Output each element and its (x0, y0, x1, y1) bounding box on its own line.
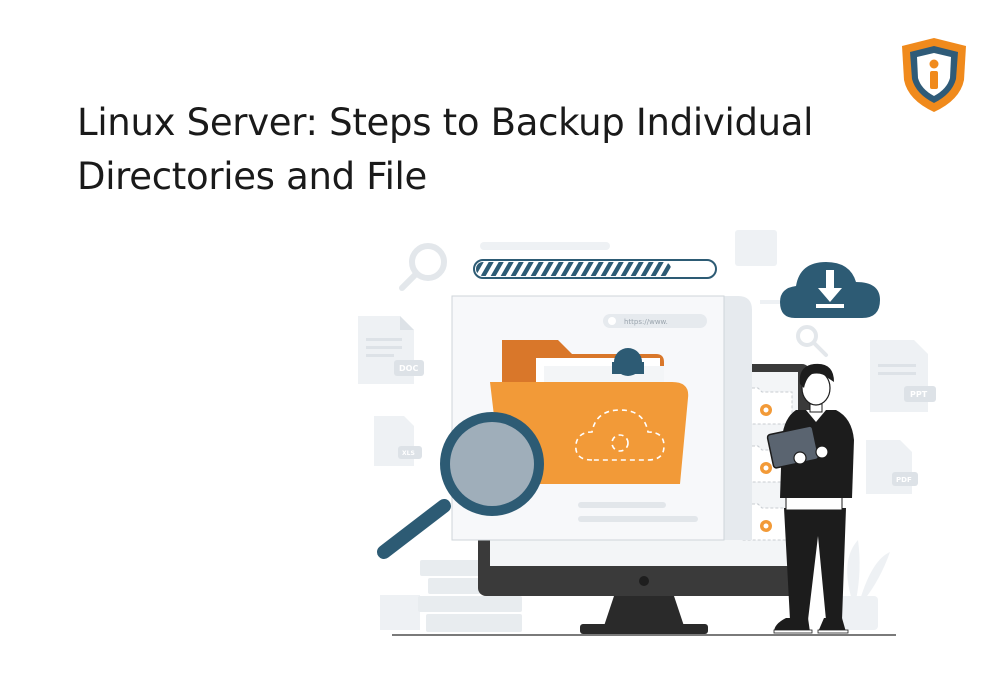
books-stack (418, 560, 524, 632)
search-icon (399, 243, 447, 291)
doc-file-icon: DOC (358, 316, 424, 384)
xls-file-icon: XLS (374, 416, 422, 466)
small-search-icon (796, 325, 828, 357)
pdf-label: PDF (896, 476, 912, 484)
pdf-file-icon: PDF (866, 440, 918, 494)
progress-bar (473, 259, 717, 279)
ppt-file-icon: PPT (870, 340, 936, 412)
ppt-label: PPT (910, 390, 928, 399)
magnifying-glass-icon (377, 412, 544, 559)
browser-url: https://www. (624, 318, 668, 326)
page-title-line-1: Linux Server: Steps to Backup Individual (77, 101, 814, 144)
person-with-tablet (766, 363, 854, 634)
cloud-download-icon (780, 262, 880, 318)
xls-label: XLS (402, 450, 415, 457)
plant-decoration (838, 540, 890, 630)
page-title-line-2: Directories and File (77, 155, 427, 198)
shield-info-logo-icon (902, 38, 966, 112)
page-title: Linux Server: Steps to Backup Individual… (77, 96, 813, 204)
doc-label: DOC (399, 364, 418, 373)
background-decorations (380, 230, 780, 630)
